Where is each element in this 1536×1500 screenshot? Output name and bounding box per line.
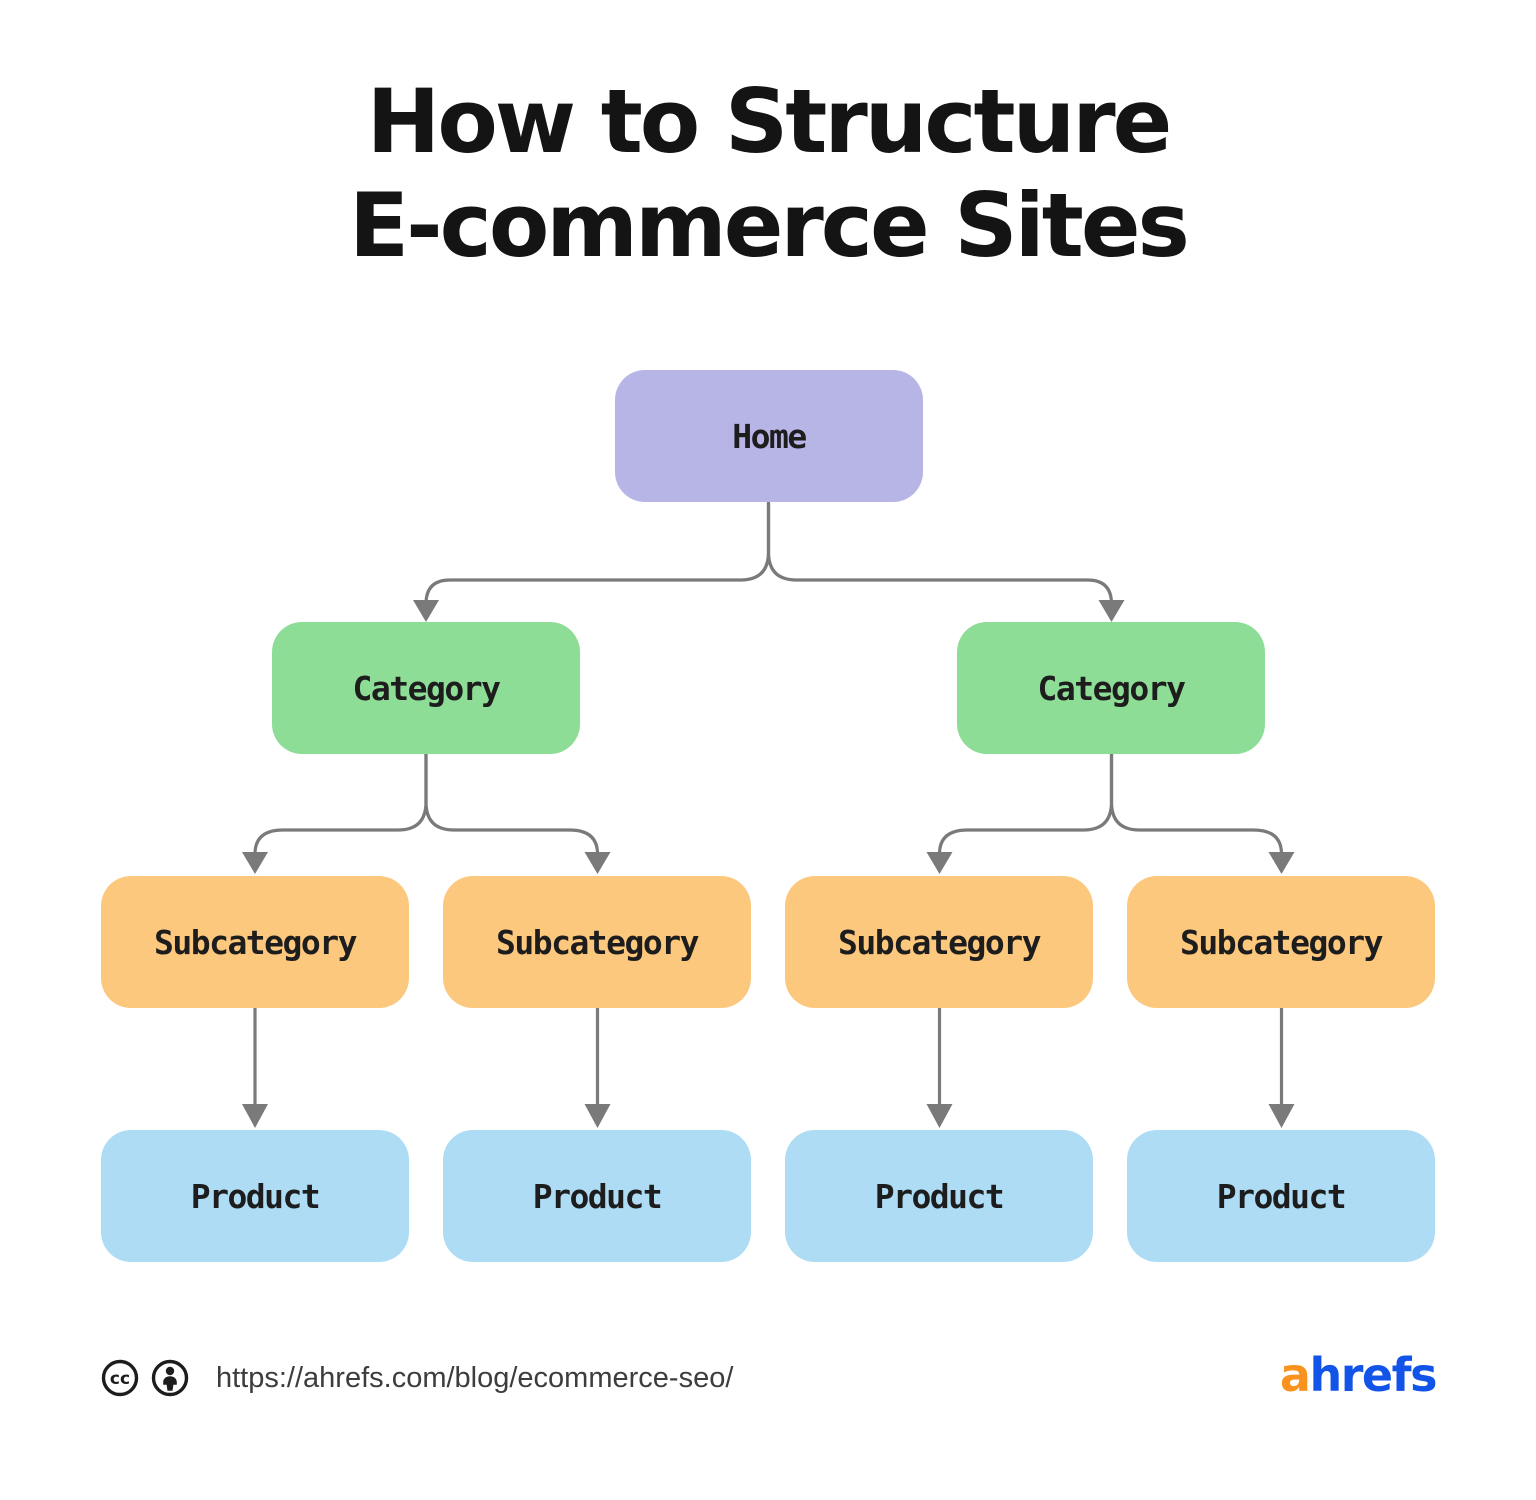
connector-home-category2 [766,501,1114,606]
node-category-1: Category [272,622,580,754]
footer-attribution: cc https://ahrefs.com/blog/ecommerce-seo… [100,1356,733,1400]
page-title-line1: How to Structure [366,70,1173,173]
connector-category1-sub1 [253,750,428,856]
node-subcategory-3-label: Subcategory [837,922,1042,962]
arrowhead-sub1 [242,852,268,874]
node-product-1: Product [101,1130,409,1262]
node-subcategory-3: Subcategory [785,876,1093,1008]
connector-category1-sub2 [424,750,600,856]
source-url: https://ahrefs.com/blog/ecommerce-seo/ [216,1361,734,1394]
arrowhead-sub2 [584,852,611,874]
arrowhead-prod4 [1268,1104,1295,1128]
node-home: Home [615,370,923,502]
node-subcategory-4: Subcategory [1127,876,1435,1008]
ahrefs-logo: ahrefs [1280,1352,1438,1398]
node-home-label: Home [732,416,807,456]
node-subcategory-4-label: Subcategory [1179,922,1384,962]
connector-category2-sub4 [1109,750,1284,856]
node-product-4: Product [1127,1130,1435,1262]
page-title: How to Structure E-commerce Sites [0,70,1536,278]
arrowhead-sub4 [1268,852,1295,874]
node-product-3-label: Product [874,1176,1005,1216]
node-subcategory-1-label: Subcategory [153,922,358,962]
connector-category2-sub3 [937,750,1114,856]
arrowhead-prod2 [584,1104,611,1128]
arrowhead-category2 [1098,600,1125,622]
arrowhead-prod3 [926,1104,953,1128]
node-category-1-label: Category [352,668,501,708]
attribution-person-icon [151,1359,189,1397]
node-product-3: Product [785,1130,1093,1262]
node-product-2-label: Product [532,1176,663,1216]
creative-commons-icon-text: cc [110,1369,130,1389]
arrowhead-category1 [413,600,439,622]
node-subcategory-2: Subcategory [443,876,751,1008]
page-title-line2: E-commerce Sites [349,173,1190,277]
node-product-2: Product [443,1130,751,1262]
creative-commons-icon: cc [101,1359,139,1397]
node-category-2-label: Category [1037,668,1186,708]
ahrefs-logo-a: a [1279,1348,1311,1402]
ahrefs-logo-hrefs: hrefs [1309,1348,1437,1402]
arrowhead-sub3 [926,852,953,874]
node-product-4-label: Product [1216,1176,1347,1216]
connector-home-category1 [424,501,771,606]
node-product-1-label: Product [190,1176,321,1216]
node-subcategory-1: Subcategory [101,876,409,1008]
arrowhead-prod1 [242,1104,268,1128]
node-subcategory-2-label: Subcategory [495,922,700,962]
node-category-2: Category [957,622,1265,754]
